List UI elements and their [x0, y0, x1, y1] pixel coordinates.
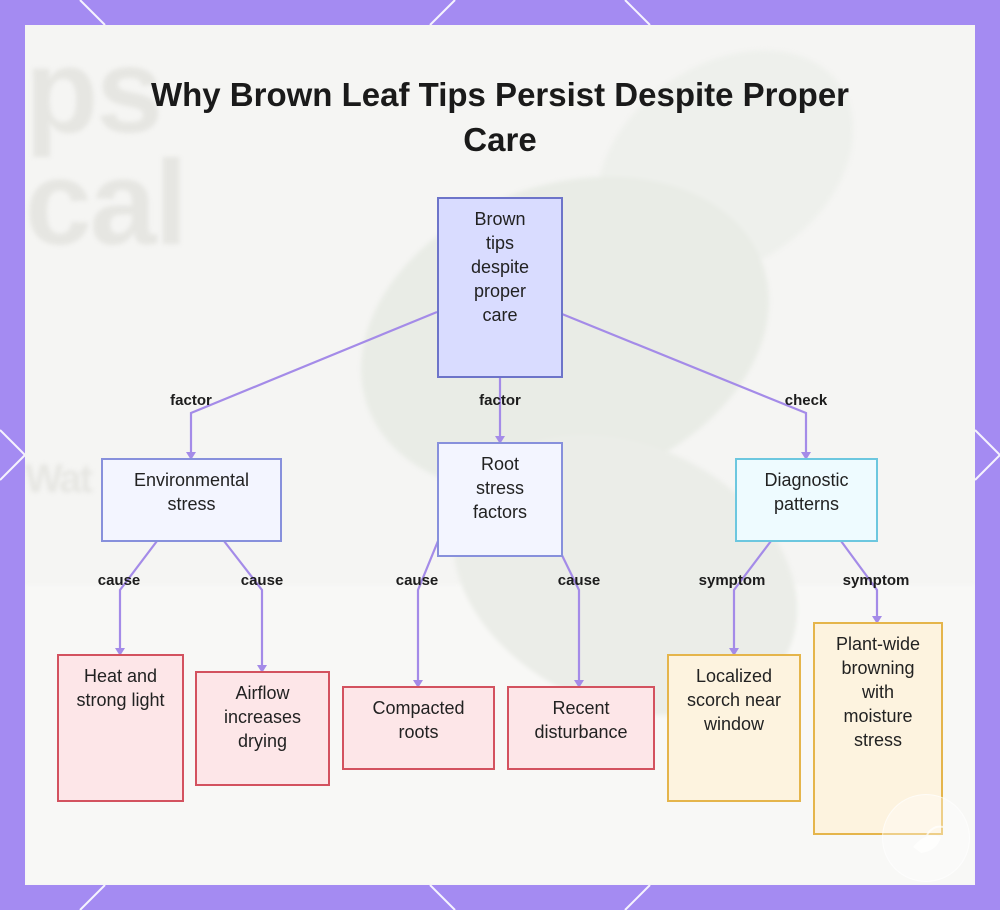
edge-label-check: check: [784, 392, 828, 409]
edge-label-factor-left: factor: [170, 392, 212, 409]
edge-rootstress-disturbance: [554, 540, 581, 680]
node-diagnostic-patterns: Diagnostic patterns: [735, 458, 878, 542]
edge-env-airflow: [223, 540, 264, 665]
background-word: ps cal Wat: [25, 25, 188, 509]
node-root: Brown tips despite proper care: [437, 197, 563, 378]
edge-label-symptom: symptom: [698, 572, 766, 589]
node-localized-scorch-label: Localized scorch near window: [686, 666, 782, 734]
diagram-title: Why Brown Leaf Tips Persist Despite Prop…: [150, 76, 850, 158]
node-root-label: Brown tips despite proper care: [470, 209, 530, 325]
edge-label-symptom: symptom: [842, 572, 910, 589]
edge-label-cause: cause: [240, 572, 284, 589]
edge-diag-localized: [732, 540, 772, 648]
node-localized-scorch: Localized scorch near window: [667, 654, 801, 802]
logo-icon: [913, 825, 944, 853]
node-heat-strong-light: Heat and strong light: [57, 654, 184, 802]
edge-env-heat: [118, 540, 158, 648]
node-root-stress-factors: Root stress factors: [437, 442, 563, 557]
node-compacted-roots-label: Compacted roots: [372, 698, 465, 742]
node-plant-wide-browning-label: Plant-wide browning with moisture stress: [835, 634, 921, 750]
node-compacted-roots: Compacted roots: [342, 686, 495, 770]
node-heat-strong-light-label: Heat and strong light: [76, 666, 165, 710]
node-recent-disturbance: Recent disturbance: [507, 686, 655, 770]
edge-label-cause: cause: [97, 572, 141, 589]
background-word-line: ps: [25, 25, 163, 158]
node-environmental-stress-label: Environmental stress: [133, 470, 250, 514]
node-environmental-stress: Environmental stress: [101, 458, 282, 542]
edge-label-factor-mid: factor: [479, 392, 521, 409]
node-root-stress-factors-label: Root stress factors: [472, 454, 528, 522]
edge-label-cause: cause: [395, 572, 439, 589]
node-airflow-drying: Airflow increases drying: [195, 671, 330, 786]
background-word-line: cal: [25, 136, 188, 270]
node-recent-disturbance-label: Recent disturbance: [534, 698, 628, 742]
node-diagnostic-patterns-label: Diagnostic patterns: [764, 470, 849, 514]
edge-diag-plantwide: [840, 540, 879, 616]
watermark-logo: [882, 794, 970, 882]
edge-rootstress-compacted: [416, 540, 440, 680]
node-airflow-drying-label: Airflow increases drying: [223, 683, 302, 751]
edge-root-diagnostic: [561, 312, 808, 452]
edge-root-environmental: [189, 310, 438, 452]
edge-label-cause: cause: [557, 572, 601, 589]
background-word-line: Wat: [25, 457, 93, 501]
